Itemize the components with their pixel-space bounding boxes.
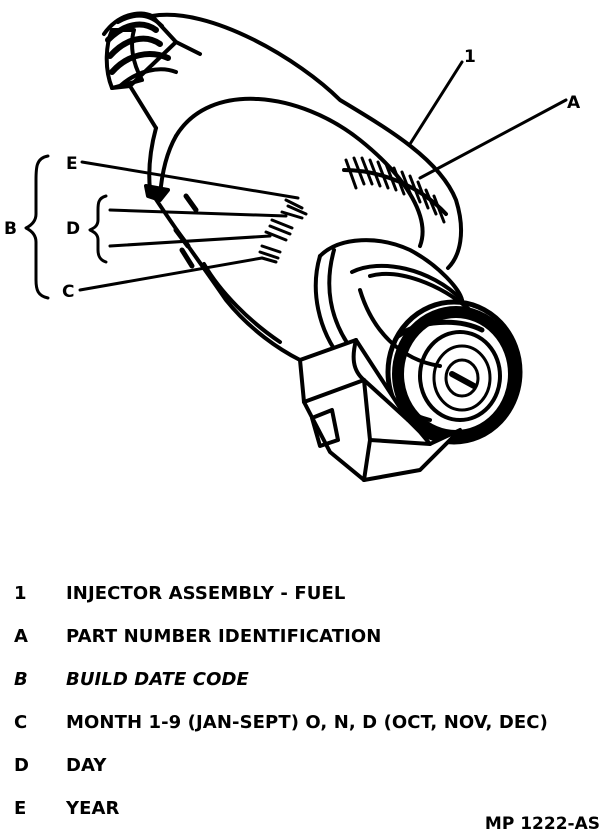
legend-key: E [14, 798, 27, 819]
leader-lines [78, 60, 568, 292]
fuel-injector-diagram: 1 A E B D C [4, 11, 581, 482]
legend-description: DAY [66, 755, 107, 776]
legend-row: E YEAR [12, 787, 602, 830]
bracket-b [24, 154, 50, 300]
callout-c: C [62, 282, 74, 302]
legend-row: B BUILD DATE CODE [12, 658, 602, 701]
part-number-marking [342, 156, 448, 224]
legend-description: BUILD DATE CODE [66, 669, 249, 690]
callout-1: 1 [464, 47, 476, 67]
callout-e: E [66, 154, 78, 174]
bracket-d [88, 194, 108, 264]
callout-b: B [4, 219, 17, 239]
legend: 1 INJECTOR ASSEMBLY - FUEL A PART NUMBER… [12, 572, 602, 830]
injector-inlet-fitting [102, 11, 202, 130]
callout-d: D [66, 219, 80, 239]
electrical-connector [298, 338, 462, 482]
legend-row: C MONTH 1-9 (JAN-SEPT) O, N, D (OCT, NOV… [12, 701, 602, 744]
legend-row: A PART NUMBER IDENTIFICATION [12, 615, 602, 658]
legend-description: INJECTOR ASSEMBLY - FUEL [66, 583, 346, 604]
leader-c [78, 256, 264, 292]
build-date-stamp [258, 198, 308, 264]
leader-a [418, 98, 568, 180]
callout-a: A [567, 93, 581, 113]
legend-description: MONTH 1-9 (JAN-SEPT) O, N, D (OCT, NOV, … [66, 712, 548, 733]
legend-key: 1 [14, 583, 27, 604]
legend-key: A [14, 626, 28, 647]
leader-d-lower [108, 234, 272, 248]
legend-description: YEAR [66, 798, 120, 819]
legend-row: D DAY [12, 744, 602, 787]
legend-key: B [14, 669, 28, 690]
legend-key: D [14, 755, 29, 776]
injector-body [144, 12, 464, 362]
legend-key: C [14, 712, 28, 733]
legend-row: 1 INJECTOR ASSEMBLY - FUEL [12, 572, 602, 615]
leader-e [80, 160, 300, 200]
leader-1 [408, 60, 464, 146]
leader-d-upper [108, 208, 288, 218]
legend-description: PART NUMBER IDENTIFICATION [66, 626, 382, 647]
figure-id: MP 1222-AS [484, 814, 600, 834]
